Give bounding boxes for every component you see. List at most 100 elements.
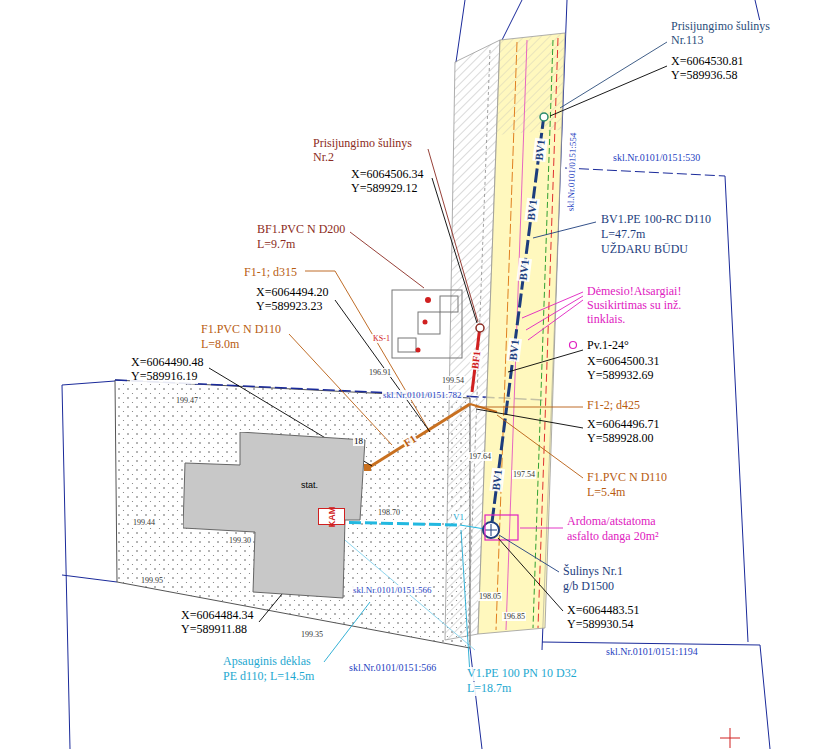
coordinate: Y=589923.23 bbox=[255, 300, 323, 314]
grid-cross-line bbox=[730, 728, 731, 748]
connection-well bbox=[476, 324, 484, 332]
sleeve-spec: Apsauginis dėklas bbox=[222, 655, 312, 669]
leader-line bbox=[475, 407, 583, 408]
building-outline bbox=[440, 296, 458, 312]
leader-line bbox=[432, 178, 477, 323]
red-marker bbox=[423, 320, 428, 325]
pipe-spec: F1-2; d425 bbox=[586, 399, 641, 413]
pipe-spec: F1.PVC N D110 bbox=[586, 471, 668, 485]
kam-box: KAM bbox=[318, 508, 345, 525]
manhole-label: g/b D1500 bbox=[562, 580, 615, 594]
leader-line bbox=[498, 538, 563, 611]
property-plot bbox=[115, 380, 470, 648]
elevation: 196.91 bbox=[368, 368, 392, 377]
parcel-boundary bbox=[502, 0, 522, 40]
utility-line bbox=[496, 42, 517, 630]
parcel-boundary bbox=[470, 648, 482, 749]
pipe-spec: F1.PVC N D110 bbox=[200, 323, 282, 337]
coordinate: X=6064530.81 bbox=[670, 55, 744, 69]
coordinate: X=6064484.34 bbox=[180, 609, 254, 623]
parcel-boundary bbox=[62, 575, 117, 582]
building-number: 18 bbox=[353, 436, 364, 446]
coordinate: X=6064496.71 bbox=[586, 418, 660, 432]
leader-line bbox=[520, 528, 563, 529]
elevation: 197.54 bbox=[512, 470, 536, 479]
elevation: 199.44 bbox=[132, 518, 156, 527]
water-pipe-v1 bbox=[333, 522, 460, 525]
parcel-number: skl.Nr.0101/0151:554 bbox=[565, 132, 578, 213]
elevation: 199.54 bbox=[441, 376, 465, 385]
coordinate: Y=589929.12 bbox=[350, 182, 418, 196]
parcel-lines bbox=[62, 0, 770, 749]
pipe-spec: BF1.PVC N D200 bbox=[256, 223, 346, 237]
parcel-boundary bbox=[725, 176, 748, 642]
coordinate: X=6064506.34 bbox=[350, 168, 424, 182]
leader-line bbox=[350, 232, 424, 288]
pipe-tag: BF1 bbox=[469, 349, 483, 370]
coordinate: X=6064483.51 bbox=[566, 604, 640, 618]
coordinate: Y=589930.54 bbox=[566, 618, 634, 632]
parcel-boundary bbox=[62, 381, 115, 385]
parcel-boundary bbox=[542, 642, 760, 645]
hatched-area bbox=[496, 33, 565, 135]
pipe-spec: V1.PE 100 PN 10 D32 bbox=[466, 667, 578, 681]
building-label: stat. bbox=[301, 480, 318, 490]
parcel-number: skl.Nr.0101/0151:530 bbox=[612, 152, 701, 164]
coordinate: Y=589911.88 bbox=[180, 623, 248, 637]
building-polygon bbox=[183, 432, 365, 598]
elevation: 199.95 bbox=[140, 576, 164, 585]
elevation: 199.47 bbox=[175, 396, 199, 405]
callout-text: Nr.113 bbox=[670, 34, 705, 48]
leader-line bbox=[526, 296, 583, 330]
pipe-spec: F1-1; d315 bbox=[243, 266, 298, 280]
leader-line bbox=[324, 602, 370, 662]
asphalt-note: Ardoma/atstatoma bbox=[566, 515, 657, 529]
kam-label: KAM bbox=[327, 506, 336, 527]
red-marker bbox=[425, 297, 431, 303]
elevation: 196.85 bbox=[502, 612, 526, 621]
manhole-label: Šulinys Nr.1 bbox=[562, 565, 624, 579]
parcel-number: skl.Nr.0101/0151:566 bbox=[352, 585, 433, 595]
pipe-length: L=5.4m bbox=[586, 486, 626, 500]
warning-note: Dėmesio!Atsargiai! bbox=[586, 285, 682, 299]
leader-line bbox=[428, 149, 478, 322]
parcel-number: skl.Nr.0101/0151:566 bbox=[348, 662, 437, 674]
manhole-cross bbox=[491, 524, 492, 536]
leader-line bbox=[533, 222, 596, 238]
warning-note: Susikirtimas su inž. bbox=[586, 299, 682, 313]
elevation: 198.70 bbox=[377, 508, 401, 517]
sleeve-spec: PE d110; L=14.5m bbox=[222, 670, 315, 684]
connection-well bbox=[540, 113, 548, 121]
red-marker bbox=[416, 348, 421, 353]
building-outline bbox=[398, 338, 416, 352]
pipe-note: UŽDARU BŪDU bbox=[600, 243, 689, 257]
utility-line bbox=[468, 50, 490, 636]
coordinate: X=6064490.48 bbox=[130, 356, 204, 370]
grid-cross bbox=[720, 728, 740, 748]
pipe-tag: BV1 bbox=[532, 138, 547, 162]
pipe-tag: BV1 bbox=[524, 198, 539, 222]
callout-text: Nr.2 bbox=[312, 151, 335, 165]
parcel-boundary bbox=[760, 645, 770, 749]
coordinate: Y=589932.69 bbox=[586, 369, 654, 383]
coordinate: Y=589928.00 bbox=[586, 432, 654, 446]
turn-point: Pv.1-24° bbox=[586, 339, 630, 353]
coordinate: Y=589916.19 bbox=[130, 370, 198, 384]
utility-lines bbox=[468, 38, 558, 636]
callout-text: Prisijungimo šulinys bbox=[670, 20, 771, 34]
asphalt-note: asfalto danga 20m² bbox=[566, 530, 660, 544]
parcel-boundary bbox=[62, 385, 70, 749]
pipe-length: L=18.7m bbox=[466, 682, 512, 696]
pipe-length: L=8.0m bbox=[200, 338, 240, 352]
pipe-spec: BV1.PE 100-RC D110 bbox=[600, 213, 712, 227]
parcel-number: skl.Nr.0101/0151:782 bbox=[382, 390, 463, 400]
coordinate: X=6064500.31 bbox=[586, 355, 660, 369]
elevation: 198.05 bbox=[478, 592, 502, 601]
callout-text: Prisijungimo šulinys bbox=[312, 137, 413, 151]
leader-line bbox=[461, 530, 470, 675]
leader-line bbox=[289, 334, 392, 445]
small-building bbox=[392, 290, 462, 358]
well-tag: KS-1 bbox=[372, 334, 391, 343]
